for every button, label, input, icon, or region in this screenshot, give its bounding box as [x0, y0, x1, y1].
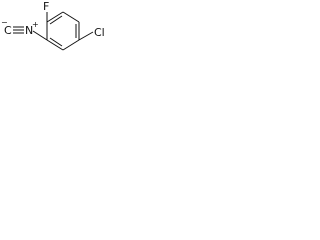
structure-diagram: F Cl N + C − [0, 0, 117, 61]
carbon-label: C [4, 24, 12, 37]
bond-to-nitrogen [32, 30, 48, 41]
carbon-charge-label: − [1, 18, 8, 27]
ring-bond-bottom-left [46, 39, 64, 51]
bond-to-chlorine [78, 31, 94, 41]
ring-bond-inner-bottom [49, 37, 63, 47]
ring-bond-bottom-right [62, 39, 80, 51]
chlorine-label: Cl [94, 26, 105, 39]
nitrogen-label: N [25, 24, 33, 37]
molecule-drawing: F Cl N + C − [1, 0, 105, 51]
nitrogen-charge-label: + [32, 20, 39, 29]
ring-bond-top [62, 11, 80, 23]
ring-bond-inner-top [49, 15, 63, 25]
fluorine-label: F [43, 0, 49, 13]
benzene-ring [46, 11, 80, 51]
ring-bond-top-left [46, 11, 64, 23]
substituent-bonds [13, 12, 94, 41]
